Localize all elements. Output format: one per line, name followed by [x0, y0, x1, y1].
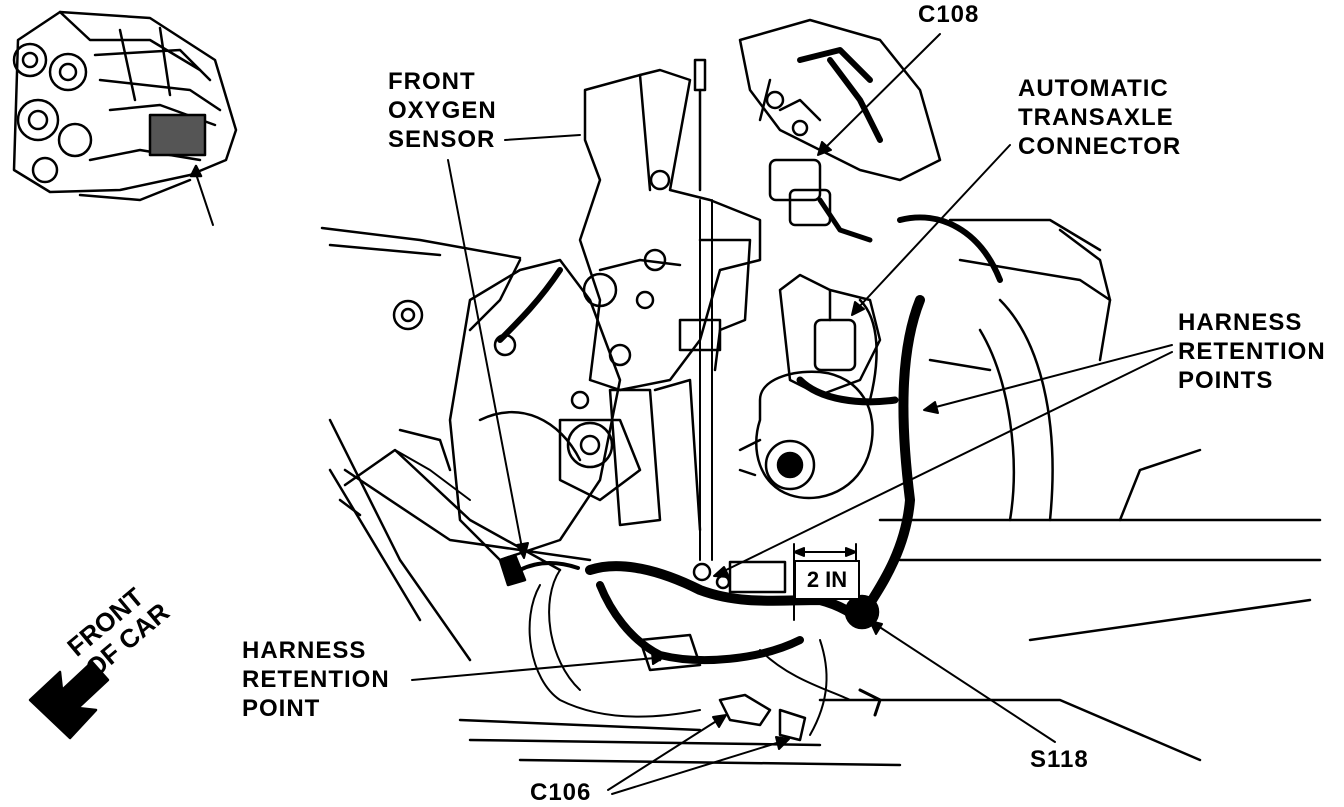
mounting-bracket [578, 58, 762, 561]
c106-label-text: C106 [530, 779, 592, 806]
automatic-transaxle-connector-label: AUTOMATIC TRANSAXLE CONNECTOR [1018, 74, 1181, 161]
front-oxygen-sensor-line-1: FRONT [388, 68, 476, 95]
output-housing [738, 370, 874, 500]
intake-assembly [738, 18, 942, 243]
transaxle-housing [392, 258, 642, 562]
c108-label-text: C108 [918, 1, 980, 28]
harness-retention-point-line-3: POINT [242, 695, 321, 722]
automatic-transaxle-connector-line-3: CONNECTOR [1018, 133, 1182, 160]
s118-label-text: S118 [1030, 746, 1089, 773]
harness-retention-point-label: HARNESS RETENTION POINT [242, 636, 390, 723]
c106-label: C106 [530, 778, 591, 807]
front-oxygen-sensor-line-3: SENSOR [388, 126, 496, 153]
harness-retention-points-label: HARNESS RETENTION POINTS [1178, 308, 1326, 395]
transaxle-connector-area [778, 273, 899, 406]
front-oxygen-sensor-line-2: OXYGEN [388, 97, 497, 124]
harness-retention-points-line-1: HARNESS [1178, 309, 1303, 336]
front-oxygen-sensor-label: FRONT OXYGEN SENSOR [388, 67, 497, 154]
right-harness-bundle [855, 214, 1112, 625]
leader-lines [411, 33, 1173, 795]
harness-retention-point-line-1: HARNESS [242, 637, 367, 664]
engine-locator-thumbnail [12, 10, 238, 226]
front-of-car-arrow [28, 660, 110, 740]
c108-label: C108 [918, 0, 979, 29]
exhaust-pipe [338, 428, 562, 572]
dimension-label: 2 IN [794, 560, 860, 600]
s118-label: S118 [1030, 745, 1089, 774]
harness-retention-points-line-3: POINTS [1178, 367, 1274, 394]
body-frame [320, 226, 1322, 767]
lower-harness [498, 553, 882, 742]
automatic-transaxle-connector-line-1: AUTOMATIC [1018, 75, 1169, 102]
harness-retention-points-line-2: RETENTION [1178, 338, 1326, 365]
automatic-transaxle-connector-line-2: TRANSAXLE [1018, 104, 1174, 131]
harness-retention-point-line-2: RETENTION [242, 666, 390, 693]
